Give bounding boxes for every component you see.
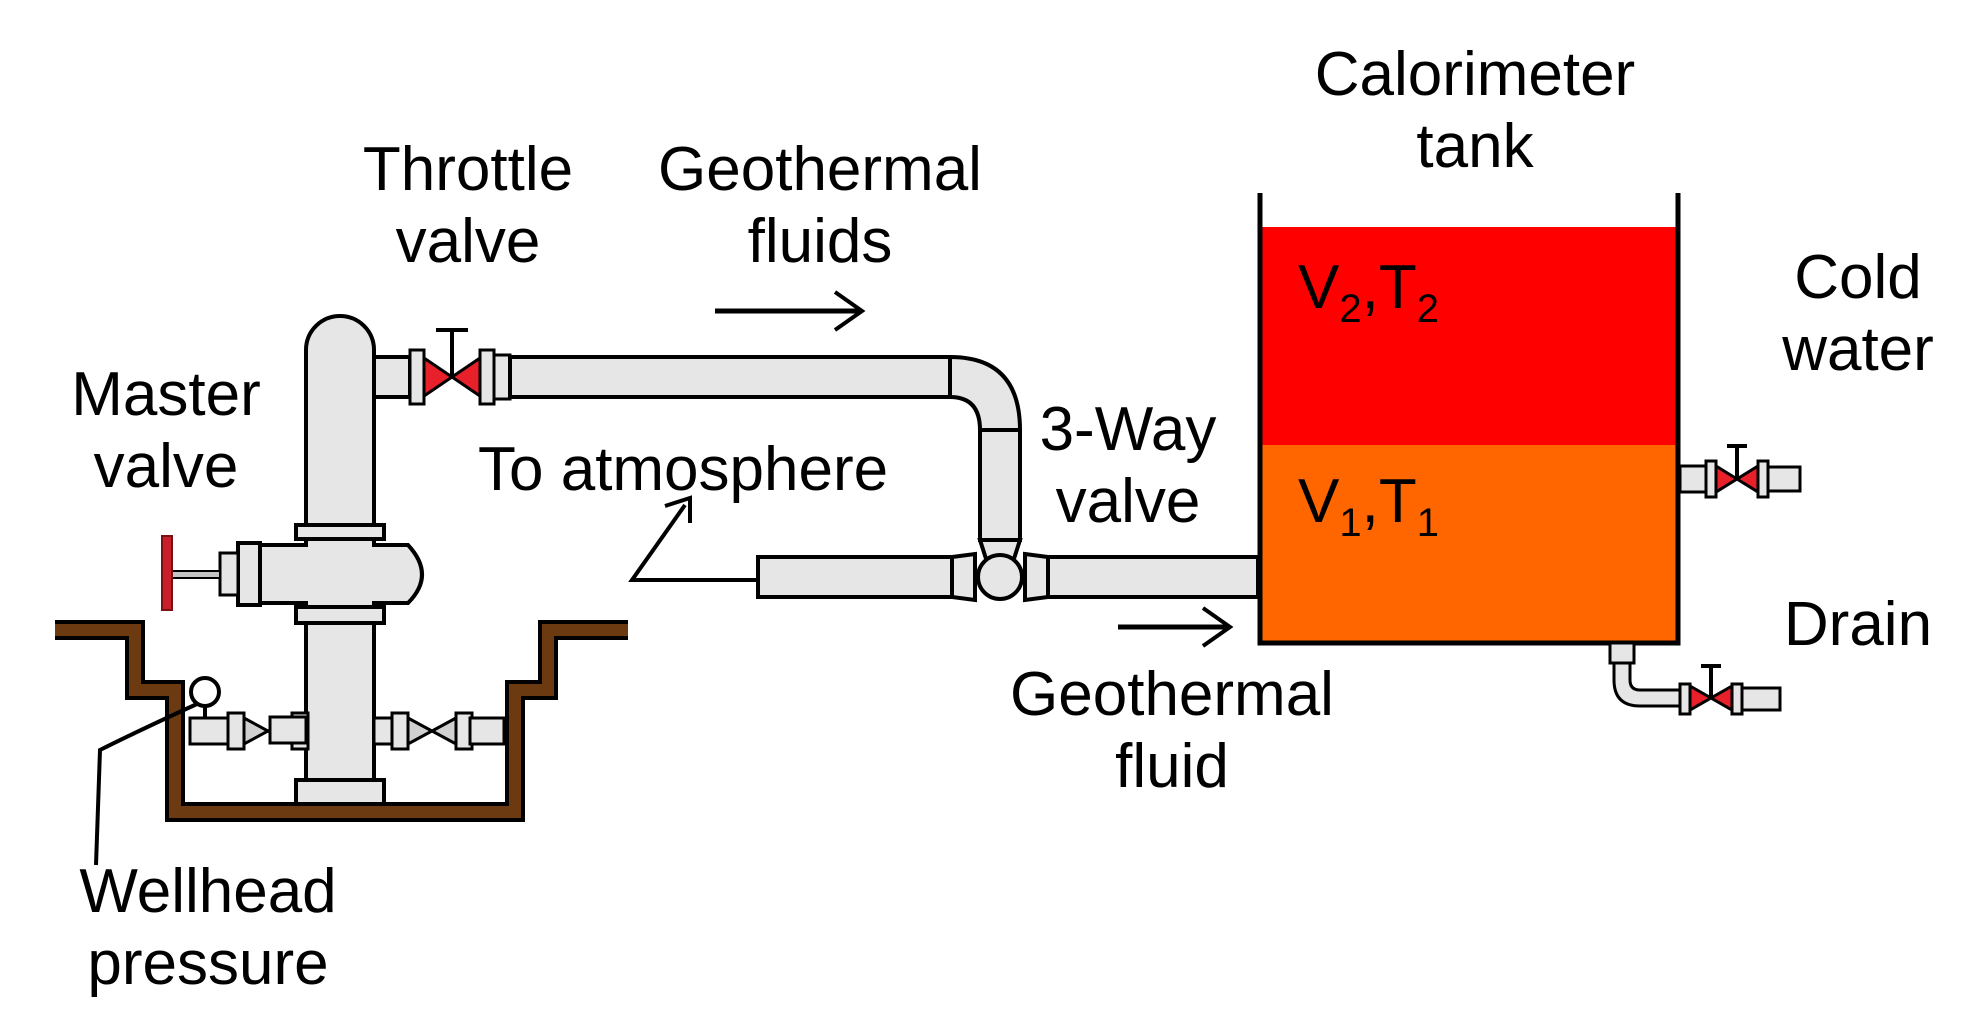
throttle-label-2: valve (396, 207, 541, 276)
throttle-label: Throttle (363, 135, 573, 204)
calorimeter-tank (1257, 193, 1681, 646)
three-way-valve (756, 551, 1260, 603)
wellhead-pressure-label-2: pressure (87, 929, 328, 998)
geothermal-fluid-label-2: fluid (1115, 732, 1229, 801)
geothermal-fluids-label-2: fluids (748, 207, 893, 276)
master-valve-label: Master (71, 360, 260, 429)
master-valve-label-2: valve (94, 432, 239, 501)
ground-pit-fill (55, 624, 628, 818)
wellhead-pressure-label: Wellhead (79, 857, 336, 926)
arrow-icon-bottom (1118, 606, 1234, 648)
drain-valve (1608, 641, 1782, 716)
warm-layer (1260, 445, 1678, 643)
atmosphere-arrow-icon (628, 495, 758, 582)
calorimeter-label-2: tank (1416, 112, 1534, 181)
arrow-icon-top (715, 290, 866, 332)
wellhead-column (256, 314, 424, 806)
upper-layer-label: V2,T2 (1298, 253, 1439, 331)
handwheel-icon (161, 535, 173, 611)
geothermal-fluid-label: Geothermal (1010, 660, 1334, 729)
cold-water-valve (1678, 444, 1802, 499)
drain-label: Drain (1784, 590, 1932, 659)
lower-layer-label: V1,T1 (1298, 467, 1439, 545)
hot-layer (1260, 227, 1678, 445)
upper-pipe (508, 354, 1023, 567)
cold-water-label-2: water (1781, 315, 1934, 384)
three-way-valve-label: 3-Way (1040, 395, 1217, 464)
to-atmosphere-label: To atmosphere (478, 435, 888, 504)
calorimeter-label: Calorimeter (1315, 40, 1635, 109)
master-valve (161, 535, 262, 611)
pressure-gauge-icon (94, 676, 221, 866)
three-way-valve-label-2: valve (1056, 467, 1201, 536)
geothermal-fluids-label: Geothermal (658, 135, 982, 204)
wellhead-right-valve (372, 711, 506, 751)
cold-water-label: Cold (1794, 243, 1922, 312)
throttle-valve (372, 328, 512, 406)
wellhead-left-valve (188, 711, 310, 751)
